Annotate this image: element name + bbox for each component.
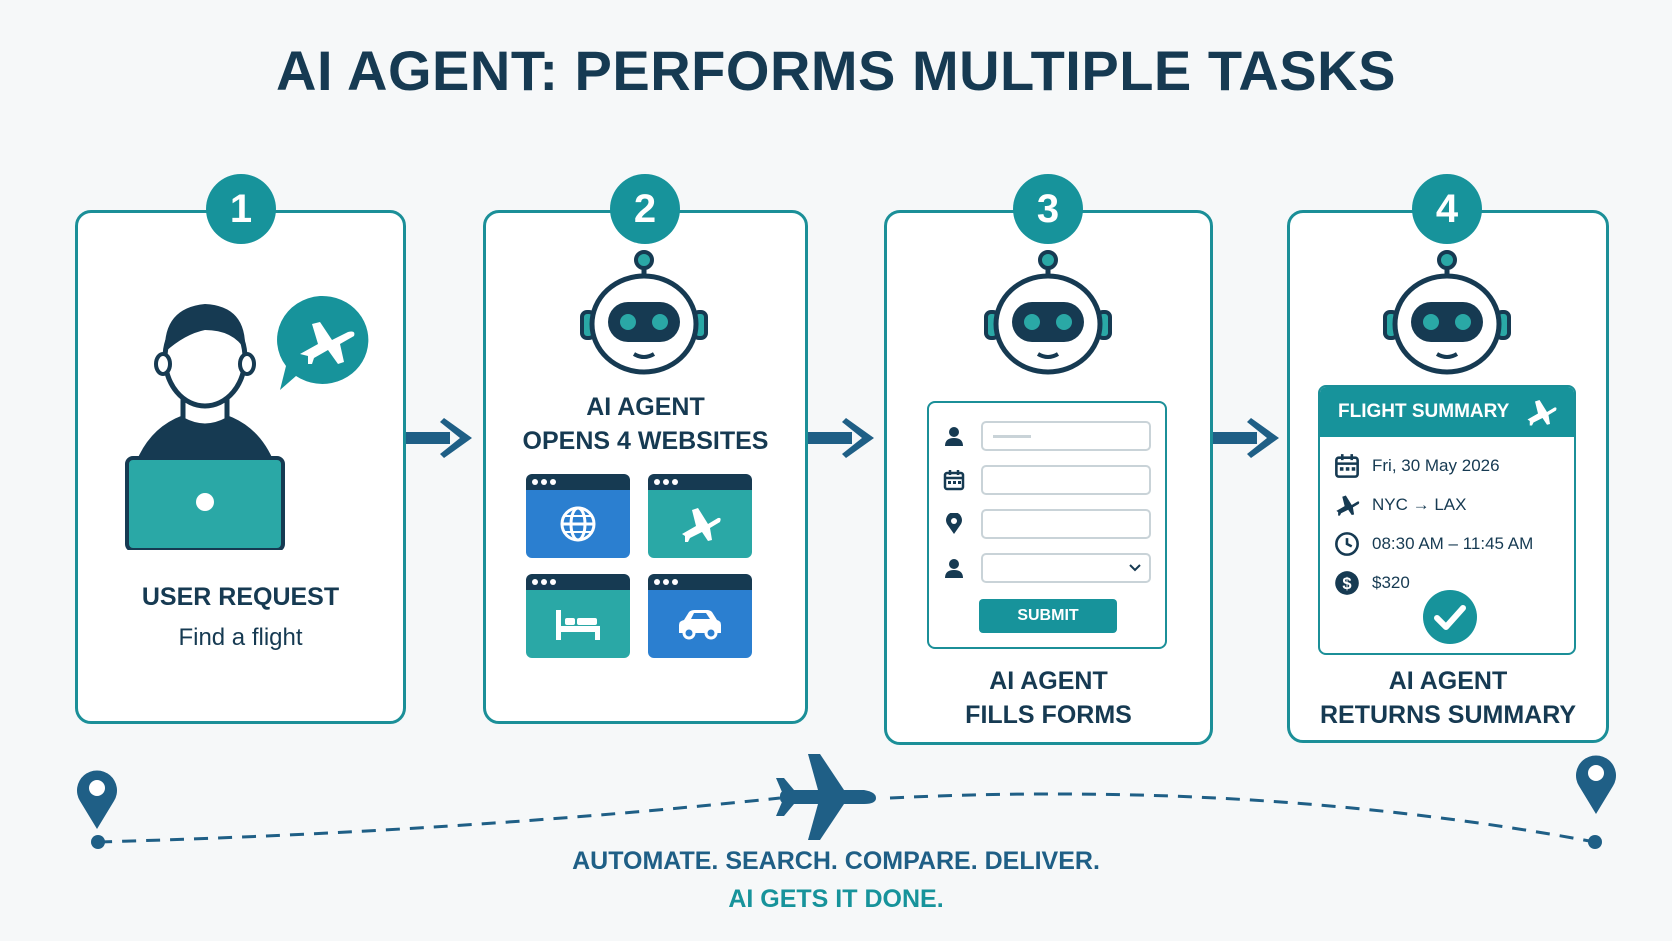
name-field[interactable] [981, 421, 1151, 451]
step-2-title-line1: AI AGENT [586, 393, 705, 421]
summary-time-row: 08:30 AM – 11:45 AM [1334, 531, 1533, 557]
robot-icon [580, 250, 708, 375]
car-icon [679, 610, 721, 640]
step-number-badge-3: 3 [1013, 174, 1083, 244]
summary-time: 08:30 AM – 11:45 AM [1372, 534, 1534, 553]
flight-path [91, 792, 1602, 849]
tagline-line2: AI GETS IT DONE. [728, 885, 944, 913]
bed-icon [556, 610, 600, 640]
summary-price: $320 [1372, 573, 1410, 592]
svg-text:$: $ [1342, 574, 1351, 593]
robot-icon [984, 250, 1112, 375]
step-4-title-line2: RETURNS SUMMARY [1319, 701, 1577, 729]
user-icon [945, 559, 963, 578]
summary-route-row: NYC → LAX [1334, 492, 1466, 518]
user-icon [945, 427, 963, 446]
flight-summary-card: FLIGHT SUMMARY Fri, 30 May 2026 NYC → LA… [1318, 385, 1576, 655]
summary-date-row: Fri, 30 May 2026 [1334, 453, 1500, 479]
arrow-right-icon [406, 418, 472, 458]
calendar-icon [943, 470, 965, 491]
step-2-title: AI AGENT OPENS 4 WEBSITES [483, 390, 808, 458]
website-window [648, 574, 752, 658]
summary-route: NYC → LAX [1372, 495, 1467, 514]
location-field[interactable] [981, 509, 1151, 539]
step-4-title: AI AGENT RETURNS SUMMARY [1287, 664, 1609, 732]
form-row [943, 421, 1157, 451]
web-form: SUBMIT [927, 401, 1167, 649]
step-1-subtitle: Find a flight [178, 624, 303, 651]
website-window [526, 474, 630, 558]
airplane-icon [776, 754, 876, 840]
airplane-icon [1527, 400, 1557, 426]
step-2-title-line2: OPENS 4 WEBSITES [522, 427, 769, 455]
clock-icon [1335, 532, 1359, 556]
location-pin-icon [77, 770, 117, 829]
chat-bubble-airplane-icon [277, 295, 369, 390]
step-number-badge-1: 1 [206, 174, 276, 244]
step-3-title: AI AGENT FILLS FORMS [884, 664, 1213, 732]
checkmark-icon [1423, 590, 1477, 644]
step-number-badge-2: 2 [610, 174, 680, 244]
flight-summary-header: FLIGHT SUMMARY [1320, 387, 1574, 437]
flight-summary-title: FLIGHT SUMMARY [1338, 401, 1510, 422]
arrow-right-icon [808, 418, 874, 458]
summary-date: Fri, 30 May 2026 [1372, 456, 1500, 475]
form-row [943, 509, 1157, 539]
website-window [648, 474, 752, 558]
page-title: AI AGENT: PERFORMS MULTIPLE TASKS [276, 39, 1396, 102]
date-field[interactable] [981, 465, 1151, 495]
user-with-laptop-icon [125, 304, 285, 550]
location-pin-icon [946, 513, 962, 534]
arrow-right-icon [1213, 418, 1279, 458]
step-1-title: USER REQUEST [141, 583, 340, 611]
airplane-icon [682, 508, 721, 542]
dollar-icon: $ [1335, 571, 1359, 595]
form-row [943, 553, 1157, 583]
submit-button[interactable]: SUBMIT [979, 599, 1117, 633]
robot-icon [1383, 250, 1511, 375]
website-window [526, 574, 630, 658]
airplane-icon [1336, 495, 1360, 516]
form-row [943, 465, 1157, 495]
summary-price-row: $ $320 [1334, 570, 1410, 596]
globe-icon [560, 506, 596, 542]
step-number-badge-4: 4 [1412, 174, 1482, 244]
step-4-title-line1: AI AGENT [1388, 667, 1508, 695]
location-pin-icon [1576, 755, 1616, 814]
passenger-dropdown[interactable] [981, 553, 1151, 583]
step-3-title-line1: AI AGENT [989, 667, 1108, 695]
step-3-title-line2: FILLS FORMS [965, 701, 1132, 729]
tagline-line1: AUTOMATE. SEARCH. COMPARE. DELIVER. [572, 847, 1100, 875]
chevron-down-icon [1129, 564, 1141, 572]
calendar-icon [1335, 454, 1359, 478]
